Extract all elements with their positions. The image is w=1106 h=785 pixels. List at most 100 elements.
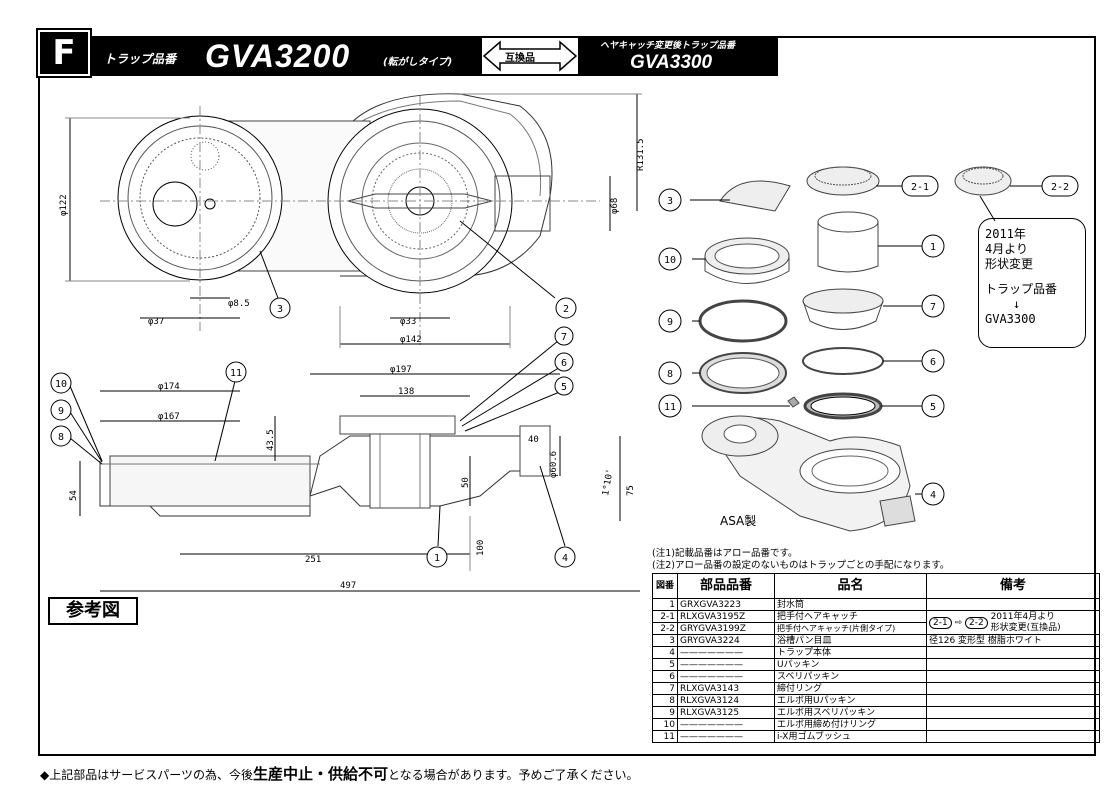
- callout-3: 3: [277, 304, 283, 315]
- material-label: ASA製: [720, 514, 757, 528]
- change-note-line4: トラップ品番: [985, 282, 1058, 296]
- row-name: 締付リング: [774, 682, 927, 695]
- ex-callout-2-1: 2-1: [911, 182, 929, 193]
- row-remark: [926, 718, 1100, 731]
- row-remark: [926, 658, 1100, 671]
- row-no: 7: [652, 682, 678, 695]
- drawing-frame: [38, 76, 1096, 756]
- ex-callout-4: 4: [930, 490, 936, 501]
- row-name: スベリパッキン: [774, 670, 927, 683]
- header-remark: 備考: [926, 573, 1100, 599]
- row-code: GRYGVA3224: [677, 634, 775, 647]
- row-code: ———————: [677, 658, 775, 671]
- ex-callout-9: 9: [667, 317, 673, 328]
- row-no: 4: [652, 646, 678, 659]
- technical-drawing: 3 2 11 1 4 5 6 7 8 9 10 3 2-1 2-2 10 1 9…: [50, 93, 1079, 592]
- compat-label: 互換品: [505, 53, 535, 64]
- dim-d33: φ33: [400, 317, 416, 327]
- row-no: 5: [652, 658, 678, 671]
- row-no: 2-1: [652, 610, 678, 623]
- dim-d142: φ142: [400, 335, 422, 345]
- dim-d50: 50: [461, 477, 471, 488]
- change-note-line1: 2011年: [985, 227, 1026, 241]
- exploded-view: [690, 166, 1042, 532]
- ex-callout-3: 3: [667, 196, 673, 207]
- row-code: RLXGVA3143: [677, 682, 775, 695]
- row-no: 3: [652, 634, 678, 647]
- change-text1: 2011年4月より: [990, 611, 1056, 622]
- table-header-row: 図番 部品品番 品名 備考: [652, 573, 1100, 599]
- row-no: 2-2: [652, 622, 678, 635]
- footer-notice: ◆上記部品はサービスパーツの為、今後生産中止・供給不可となる場合があります。予め…: [40, 763, 638, 784]
- row-code: RLXGVA3125: [677, 706, 775, 719]
- trap-code: GVA3200: [205, 38, 351, 74]
- row-no: 6: [652, 670, 678, 683]
- reference-label: 参考図: [48, 597, 138, 625]
- ex-callout-2-2: 2-2: [1051, 182, 1069, 193]
- callout-9: 9: [58, 406, 64, 417]
- callout-1: 1: [434, 553, 440, 564]
- row-name: 把手付ヘアキャッチ: [774, 610, 927, 623]
- dim-d251: 251: [305, 555, 321, 565]
- row-remark: [926, 598, 1100, 611]
- dim-d122: φ122: [59, 194, 69, 216]
- row-no: 10: [652, 718, 678, 731]
- header-no: 図番: [652, 573, 678, 599]
- row-code: GRYGVA3199Z: [677, 622, 775, 635]
- down-arrow-icon: ↓: [1013, 297, 1021, 311]
- row-name: i-X用ゴムブッシュ: [774, 730, 927, 743]
- dim-d100: 100: [476, 540, 486, 556]
- callout-circles: [50, 175, 1079, 568]
- callout-10: 10: [55, 379, 67, 390]
- ex-callout-8: 8: [667, 369, 673, 380]
- callout-7: 7: [561, 332, 567, 343]
- header-frame-edge: [776, 36, 1096, 76]
- row-no: 1: [652, 598, 678, 611]
- change-note-line2: 4月より: [985, 242, 1028, 256]
- dim-d138: 138: [398, 387, 414, 397]
- ex-callout-7: 7: [930, 302, 936, 313]
- row-remark: [926, 730, 1100, 743]
- row-name: エルボ用スベリパッキン: [774, 706, 927, 719]
- row-code: ———————: [677, 670, 775, 683]
- row-name: 把手付ヘアキャッチ(片側タイプ): [774, 622, 927, 635]
- callout-2: 2: [563, 304, 569, 315]
- main-leaders: [69, 220, 566, 547]
- change-note-line3: 形状変更: [985, 257, 1034, 271]
- footer-suffix: となる場合があります。予めご了承ください。: [388, 768, 639, 782]
- dim-d8-5: φ8.5: [228, 299, 250, 309]
- dim-slope: 1°10': [601, 468, 616, 496]
- dim-d497: 497: [340, 581, 356, 591]
- callout-4: 4: [562, 553, 568, 564]
- ex-callout-1: 1: [930, 242, 936, 253]
- row-code: RLXGVA3124: [677, 694, 775, 707]
- table-row: 11———————i-X用ゴムブッシュ: [652, 730, 1100, 743]
- row-remark: [926, 694, 1100, 707]
- change-to-badge: 2-2: [965, 616, 988, 629]
- row-name: Uパッキン: [774, 658, 927, 671]
- dim-d68: φ68: [610, 198, 620, 214]
- row-code: GRXGVA3223: [677, 598, 775, 611]
- ex-callout-10: 10: [664, 255, 676, 266]
- dim-r131: R131.5: [636, 138, 646, 171]
- new-trap-label: ヘヤキャッチ変更後トラップ品番: [600, 41, 736, 51]
- dim-d75: 75: [626, 485, 636, 496]
- trap-type: (転がしタイプ): [383, 57, 453, 68]
- dim-d43-5: 43.5: [266, 429, 276, 451]
- row-name: 浴槽パン目皿: [774, 634, 927, 647]
- dim-d197: φ197: [390, 365, 412, 375]
- change-text2: 形状変更(互換品): [990, 622, 1061, 633]
- compat-arrow: [482, 38, 578, 74]
- row-code: ———————: [677, 718, 775, 731]
- row-remark: 径126 変形型 樹脂ホワイト: [926, 634, 1100, 647]
- row-name: エルボ用締め付けリング: [774, 718, 927, 731]
- table-row: 5———————Uパッキン: [652, 658, 1100, 671]
- row-remark: [926, 706, 1100, 719]
- row-remark: [926, 670, 1100, 683]
